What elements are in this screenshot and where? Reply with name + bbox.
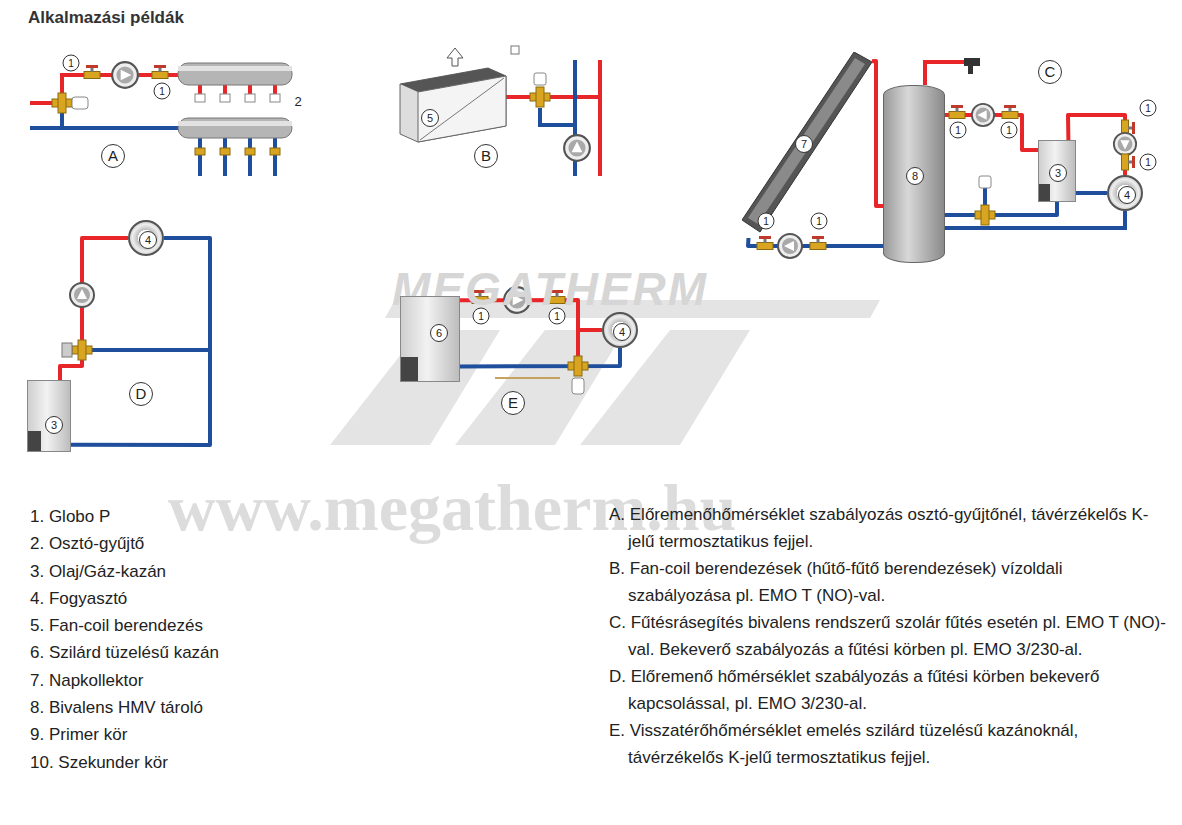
example-letter: D [129, 382, 153, 406]
description-list: A. Előremenőhőmérséklet szabályozás oszt… [609, 501, 1169, 771]
callout-number: 1 [1001, 122, 1018, 139]
boiler-panel [28, 431, 41, 451]
example-description: B. Fan-coil berendezések (hűtő-fűtő bere… [609, 555, 1169, 609]
example-description: E. Visszatérőhőmérséklet emelés szilárd … [609, 717, 1169, 771]
pipe-connector [60, 238, 128, 380]
example-letter: A [101, 144, 125, 168]
pipes [30, 60, 1125, 378]
callout-number: 1 [811, 213, 828, 230]
pipe-connector [71, 238, 210, 445]
callout-number: 1 [950, 122, 967, 139]
legend-item: 5. Fan-coil berendezés [30, 612, 360, 639]
legend-item: 1. Globo P [30, 503, 360, 530]
legend-item: 2. Osztó-gyűjtő [30, 530, 360, 557]
callout-number: 1 [1140, 100, 1157, 117]
legend-item: 3. Olaj/Gáz-kazán [30, 558, 360, 585]
component-number: 4 [1118, 186, 1136, 204]
consumer-radiator: 4 [1107, 175, 1143, 211]
pipe-connector [945, 202, 1057, 215]
callout-number: 1 [758, 213, 775, 230]
component-number: 8 [906, 167, 924, 185]
diagram-title: Alkalmazási példák [28, 8, 184, 28]
callout-number: 1 [473, 308, 490, 325]
component-number: 4 [139, 231, 157, 249]
component-number: 5 [421, 109, 439, 127]
legend-item: 8. Bivalens HMV tároló [30, 694, 360, 721]
component-number: 3 [1049, 164, 1067, 182]
pipe-connector [872, 61, 883, 206]
example-letter: B [474, 144, 498, 168]
callout-number: 1 [549, 308, 566, 325]
component-number: 3 [45, 416, 63, 434]
example-letter: E [501, 391, 525, 415]
component-number: 6 [430, 324, 448, 342]
component-number: 7 [795, 135, 813, 153]
fan-coil-unit: 5 [398, 66, 508, 144]
example-letter: C [1038, 60, 1062, 84]
tap [964, 58, 980, 74]
manifold [178, 63, 292, 138]
solar-collector: 7 [742, 52, 872, 238]
legend-item: 7. Napkollektor [30, 667, 360, 694]
storage-tank: 8 [883, 85, 945, 263]
boiler-panel [401, 357, 418, 381]
callout-number: 1 [1140, 154, 1157, 171]
component-number: 4 [613, 323, 631, 341]
example-description: A. Előremenőhőmérséklet szabályozás oszt… [609, 501, 1169, 555]
pipe-connector [1076, 191, 1107, 195]
legend-item: 6. Szilárd tüzelésű kazán [30, 639, 360, 666]
legend-item: 9. Primer kör [30, 721, 360, 748]
example-description: C. Fűtésrásegítés bivalens rendszerű szo… [609, 609, 1169, 663]
gas-boiler: 3 [1038, 140, 1076, 202]
boiler-panel [1039, 184, 1050, 201]
callout-number: 1 [63, 55, 80, 72]
solid-fuel-boiler: 6 [400, 296, 460, 382]
fan-coil-airflow [447, 46, 519, 66]
callout-number: 1 [154, 83, 171, 100]
pipe-connector [460, 348, 620, 367]
legend-item: 10. Szekunder kör [30, 749, 360, 776]
fan-coil-shape [398, 66, 508, 144]
example-description: D. Előremenő hőmérséklet szabályozás a f… [609, 663, 1169, 717]
gas-boiler: 3 [27, 380, 71, 452]
consumer-radiator: 4 [602, 312, 638, 348]
legend-item: 4. Fogyasztó [30, 585, 360, 612]
legend-list: 1. Globo P2. Osztó-gyűjtő3. Olaj/Gáz-kaz… [30, 503, 360, 776]
consumer-radiator: 4 [128, 220, 164, 256]
callout-number: 2 [293, 94, 302, 109]
